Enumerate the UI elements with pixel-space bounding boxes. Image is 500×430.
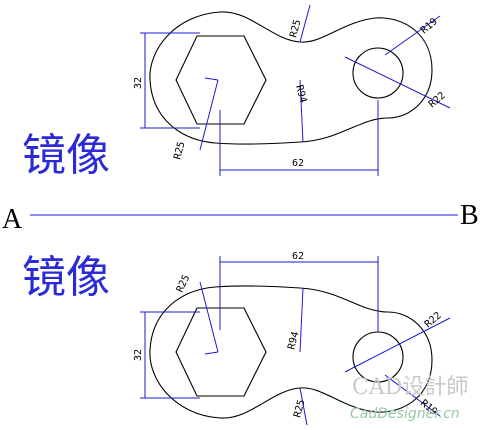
watermark-brand: CAD设計師 [352, 375, 468, 400]
watermark-url: CadDesigner.cn [350, 406, 460, 422]
bottom-title: 镜像 [22, 252, 110, 303]
top-dimensions: 32 62 R25 R94 R25 R19 R22 [133, 4, 451, 176]
bottom-dim-r-top: R25 [175, 273, 193, 294]
bottom-dim-r-outer: R22 [423, 310, 444, 330]
top-hexagon [175, 35, 267, 125]
top-dim-r-outer: R22 [427, 90, 448, 110]
top-hole [352, 47, 404, 99]
bottom-part-outline [149, 285, 433, 419]
label-b: B [460, 200, 479, 231]
bottom-dim-r-middle: R94 [286, 330, 301, 350]
top-dim-width: 62 [292, 158, 304, 169]
mirror-line: A B [2, 200, 479, 235]
watermark: CAD设計師 CadDesigner.cn [350, 375, 468, 422]
top-dim-r-top: R25 [288, 18, 303, 38]
bottom-dim-height: 32 [133, 349, 144, 361]
bottom-dim-width: 62 [292, 251, 304, 262]
top-part-outline [149, 11, 433, 145]
top-part [149, 11, 433, 145]
bottom-dim-r-bottom: R25 [292, 398, 307, 418]
top-dim-r-bottom: R25 [172, 140, 187, 160]
top-dim-r-hole: R19 [419, 16, 440, 36]
top-dim-r-middle: R94 [293, 84, 308, 104]
top-dim-height: 32 [133, 77, 144, 89]
top-title: 镜像 [22, 130, 110, 181]
label-a: A [2, 204, 23, 235]
bottom-hexagon [175, 307, 267, 397]
